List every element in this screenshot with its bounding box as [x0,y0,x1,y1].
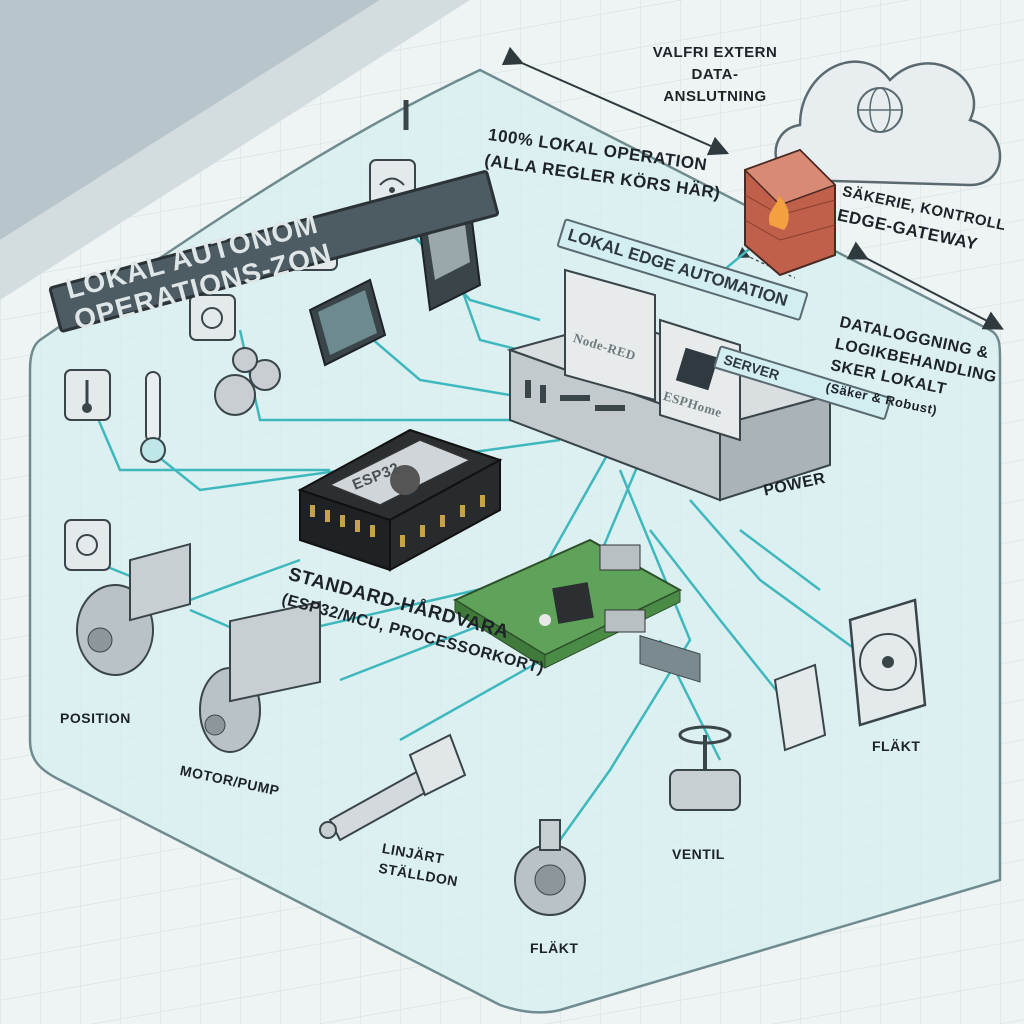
valve-label: VENTIL [672,846,725,862]
cloud-label-line1: VALFRI EXTERN [645,42,785,64]
fan-right-label: FLÄKT [872,738,920,754]
damper-tile-icon [775,665,825,750]
gear-tile-small-icon [65,520,110,570]
cloud-label-line2: DATA-ANSLUTNING [645,64,785,108]
thermometer-tile-icon [65,370,110,420]
position-label: POSITION [60,710,131,726]
cloud-label: VALFRI EXTERN DATA-ANSLUTNING [645,42,785,108]
fan-bottom-label: FLÄKT [530,940,578,956]
fan-icon [850,600,925,725]
